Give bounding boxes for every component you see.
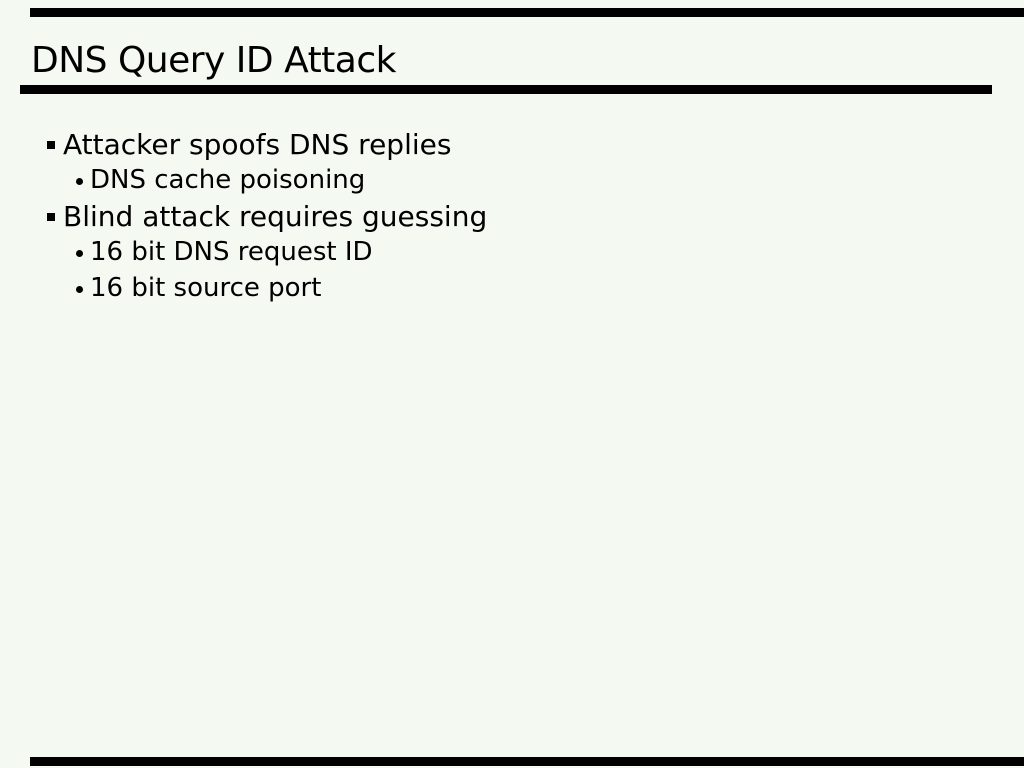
bullet-text: Blind attack requires guessing [63, 199, 488, 233]
top-border-bar [30, 8, 1024, 17]
circle-bullet-icon [76, 285, 83, 293]
bullet-text: Attacker spoofs DNS replies [63, 127, 452, 161]
bullet-text: 16 bit DNS request ID [90, 237, 373, 267]
slide-title: DNS Query ID Attack [31, 40, 397, 81]
bullet-item: 16 bit DNS request ID [0, 234, 1024, 270]
square-bullet-icon [47, 213, 55, 221]
bullet-item: 16 bit source port [0, 270, 1024, 306]
bullet-item: DNS cache poisoning [0, 162, 1024, 198]
bullet-text: 16 bit source port [90, 273, 322, 303]
bullet-item: Blind attack requires guessing [0, 198, 1024, 234]
circle-bullet-icon [76, 177, 83, 185]
bullet-item: Attacker spoofs DNS replies [0, 126, 1024, 162]
bullet-text: DNS cache poisoning [90, 165, 366, 195]
square-bullet-icon [47, 141, 55, 149]
bottom-border-bar [30, 757, 1024, 766]
circle-bullet-icon [76, 249, 83, 257]
title-rule [20, 85, 992, 94]
